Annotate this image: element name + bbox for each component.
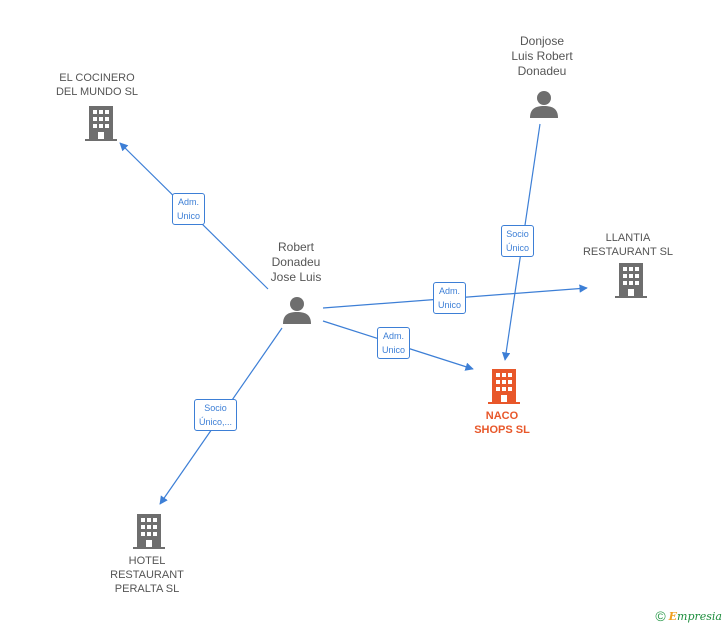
node-label-cocinero[interactable]: EL COCINERO DEL MUNDO SL [55, 72, 139, 98]
edge-label-adm-llantia[interactable]: Adm. Unico [433, 282, 467, 314]
edge-label-socio-donjose[interactable]: Socio Único [501, 225, 535, 257]
building-icon-hotel[interactable] [133, 514, 165, 549]
node-label-llantia[interactable]: LLANTIA RESTAURANT SL [582, 232, 674, 258]
node-label-hotel[interactable]: HOTEL RESTAURANT PERALTA SL [110, 555, 184, 595]
building-icon-cocinero[interactable] [85, 106, 117, 141]
edge-label-adm-naco[interactable]: Adm. Unico [377, 327, 411, 359]
person-icon-donjose[interactable] [530, 91, 558, 118]
person-icon-robert[interactable] [283, 297, 311, 324]
node-label-naco[interactable]: NACO SHOPS SL [474, 410, 530, 436]
footer-brand[interactable]: © Empresia [655, 608, 722, 624]
edge-label-socio-hotel[interactable]: Socio Único,... [194, 399, 238, 431]
brand-logo: Empresia [668, 609, 722, 623]
building-icon-llantia[interactable] [615, 263, 647, 298]
node-label-robert[interactable]: Robert Donadeu Jose Luis [270, 240, 322, 284]
edge-label-adm-cocinero[interactable]: Adm. Unico [172, 193, 206, 225]
copyright-icon: © [655, 608, 666, 624]
building-icon-naco[interactable] [488, 369, 520, 404]
node-label-donjose[interactable]: Donjose Luis Robert Donadeu [511, 34, 573, 78]
